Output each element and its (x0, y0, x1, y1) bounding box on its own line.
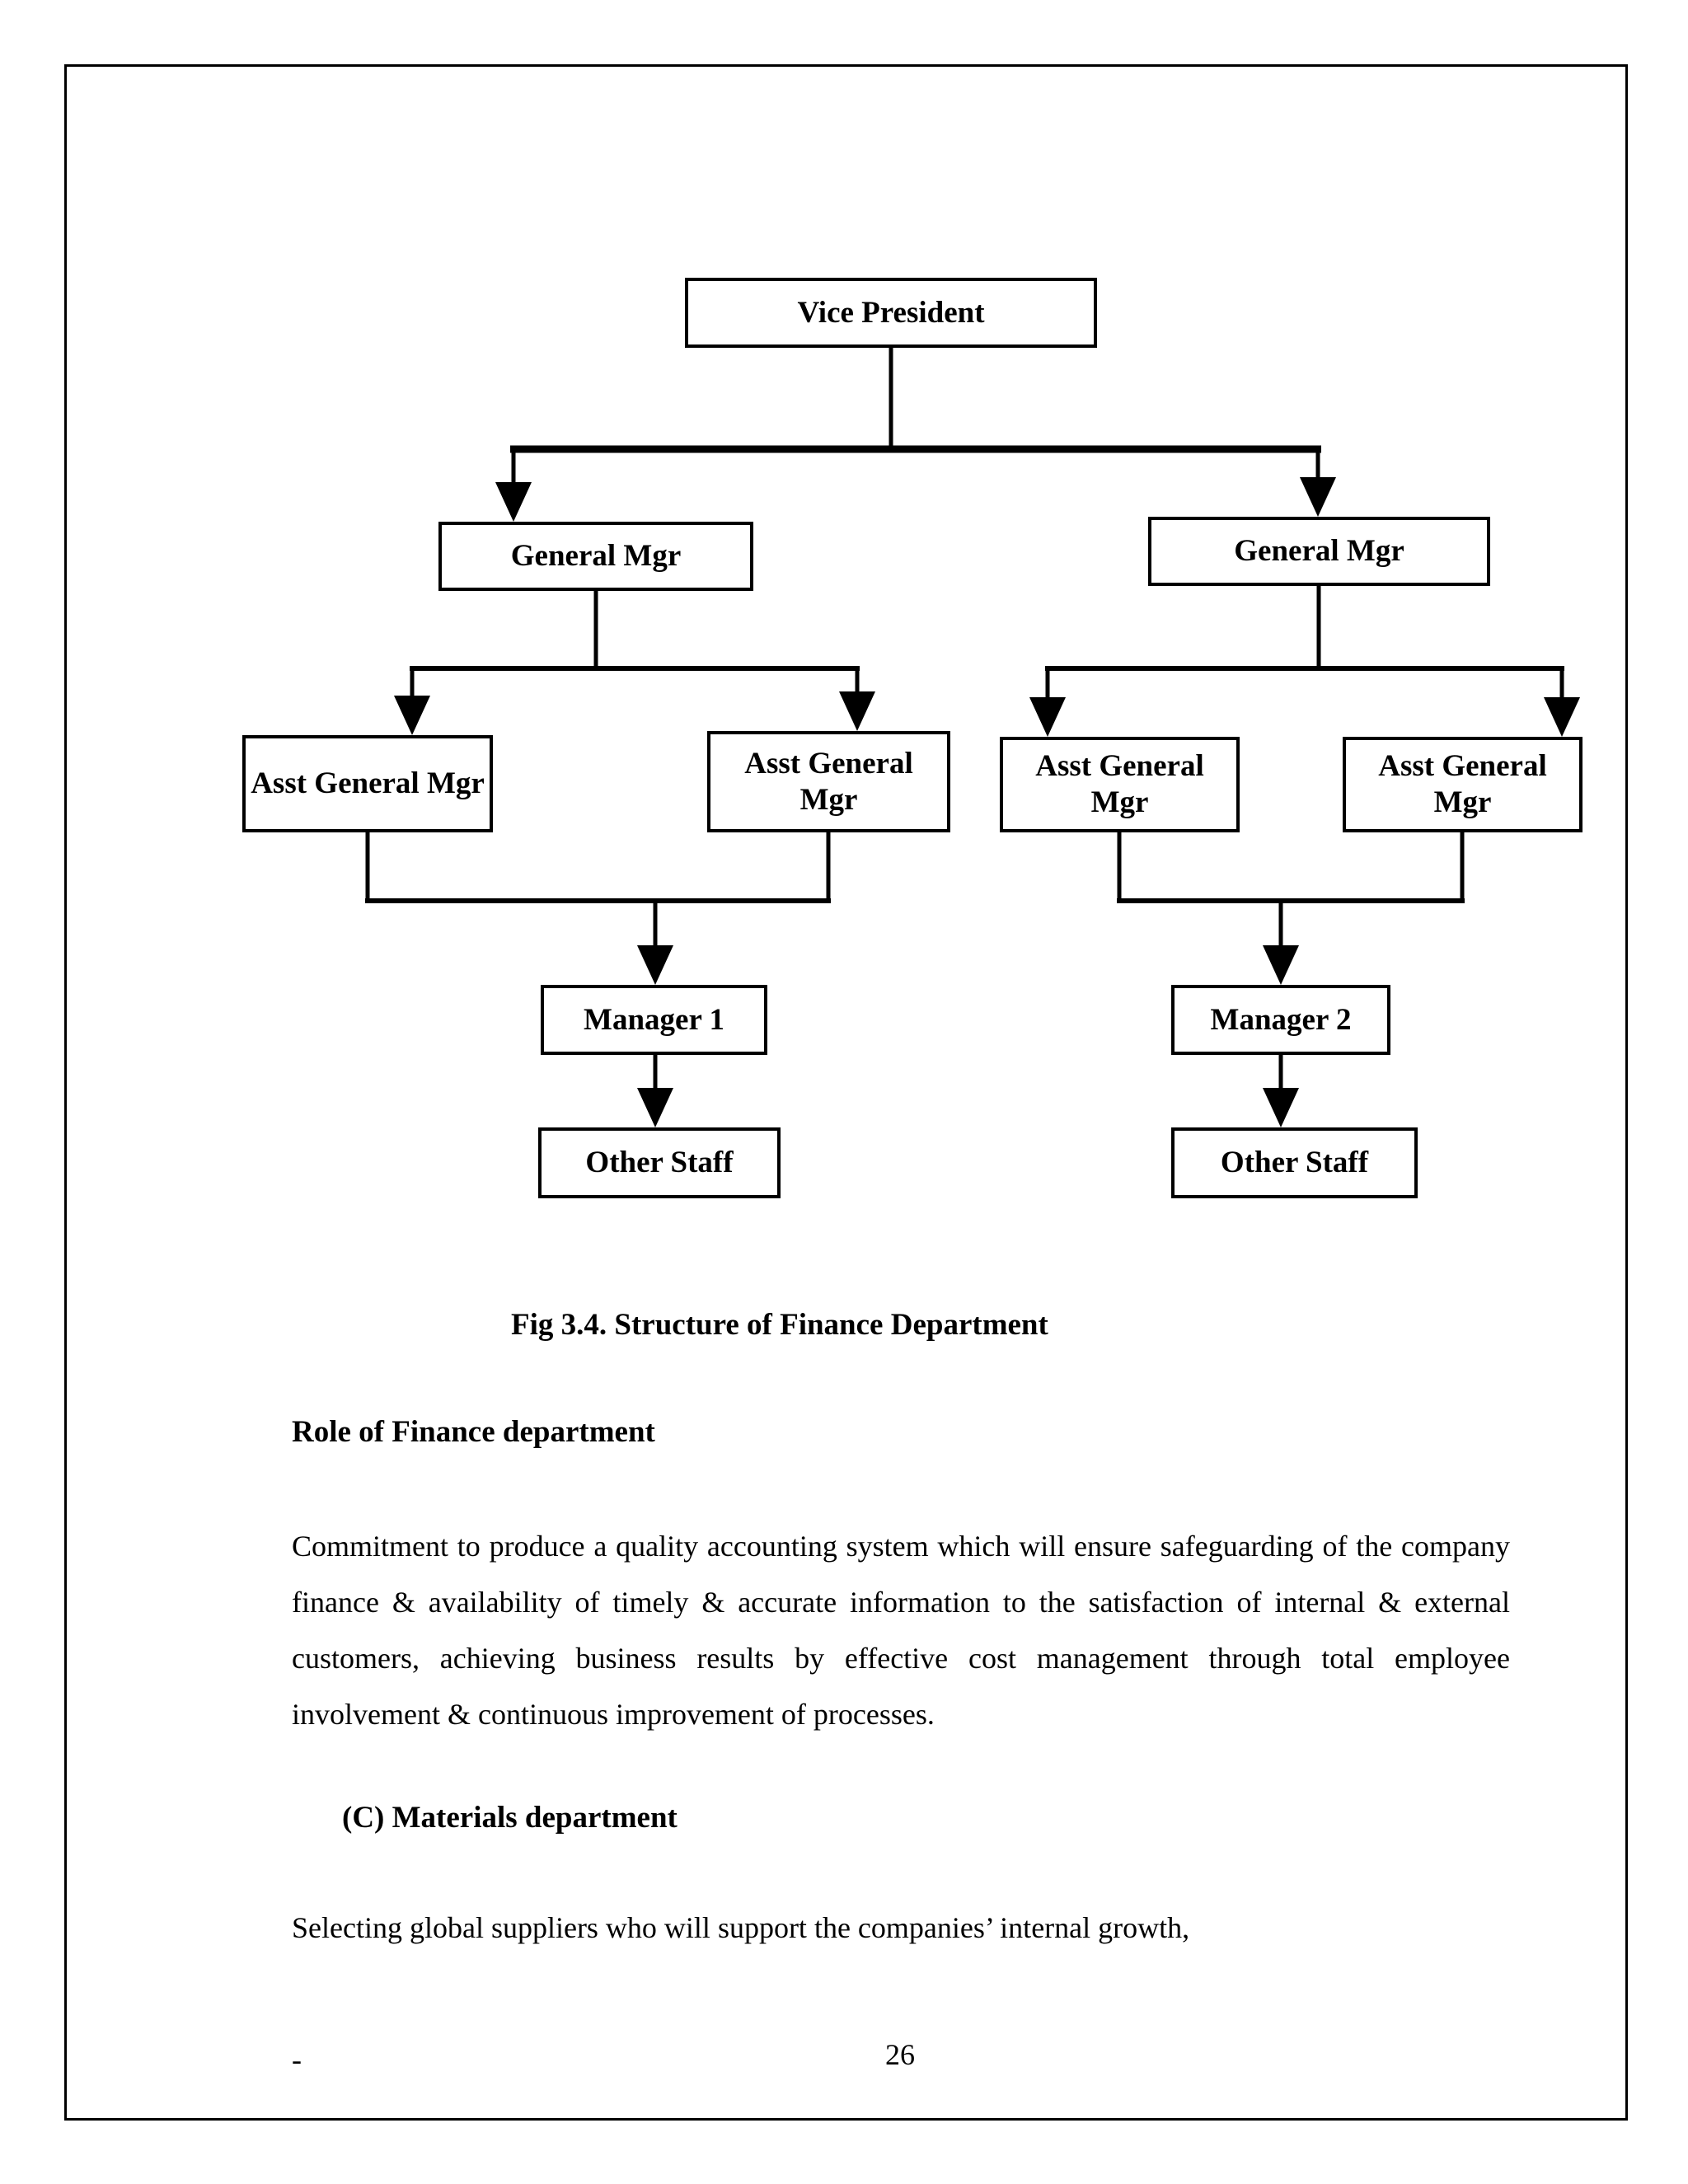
org-node-vice-president: Vice President (685, 278, 1097, 348)
org-node-label: Manager 1 (584, 1002, 724, 1037)
arrowhead-icon (637, 1088, 673, 1127)
arrowhead-icon (1263, 1088, 1299, 1127)
org-node-general-mgr-right: General Mgr (1148, 517, 1490, 586)
arrowhead-icon (1300, 477, 1336, 517)
page-number: 26 (885, 2038, 915, 2071)
org-node-asst-general-mgr-4: Asst General Mgr (1343, 737, 1582, 832)
connector-lines (365, 348, 1564, 1093)
org-node-asst-general-mgr-1: Asst General Mgr (242, 735, 493, 832)
role-of-finance-heading: Role of Finance department (292, 1415, 655, 1449)
org-node-label: Other Staff (1220, 1146, 1369, 1180)
org-node-other-staff-right: Other Staff (1171, 1127, 1418, 1198)
org-node-manager-1: Manager 1 (541, 985, 767, 1055)
org-node-label: Asst General Mgr (251, 766, 485, 801)
materials-department-line: Selecting global suppliers who will supp… (292, 1911, 1190, 1944)
arrowhead-icon (1544, 697, 1580, 737)
arrowhead-icon (495, 482, 532, 522)
page-border (64, 64, 1628, 2121)
figure-caption: Fig 3.4. Structure of Finance Department (511, 1308, 1048, 1342)
arrowhead-icon (1029, 697, 1066, 737)
org-node-label: General Mgr (1234, 534, 1404, 569)
materials-department-heading: (C) Materials department (342, 1801, 678, 1835)
org-node-label: Asst General Mgr (1035, 749, 1204, 819)
org-node-label: Manager 2 (1210, 1002, 1352, 1037)
org-node-manager-2: Manager 2 (1171, 985, 1390, 1055)
org-node-label: Other Staff (585, 1146, 734, 1180)
org-node-asst-general-mgr-3: Asst General Mgr (1000, 737, 1240, 832)
org-node-label: Asst General Mgr (744, 746, 913, 817)
arrowhead-icon (637, 945, 673, 985)
arrowhead-icon (1263, 945, 1299, 985)
footer-dash: - (292, 2043, 302, 2076)
org-node-label: Asst General Mgr (1378, 749, 1547, 819)
arrowhead-icon (839, 691, 875, 731)
arrowhead-icon (394, 696, 430, 735)
org-node-other-staff-left: Other Staff (538, 1127, 781, 1198)
org-node-label: General Mgr (510, 539, 682, 574)
role-of-finance-paragraph: Commitment to produce a quality accounti… (292, 1530, 1510, 1731)
org-node-label: Vice President (797, 295, 985, 330)
org-node-general-mgr-left: General Mgr (438, 522, 753, 591)
org-node-asst-general-mgr-2: Asst General Mgr (707, 731, 950, 832)
